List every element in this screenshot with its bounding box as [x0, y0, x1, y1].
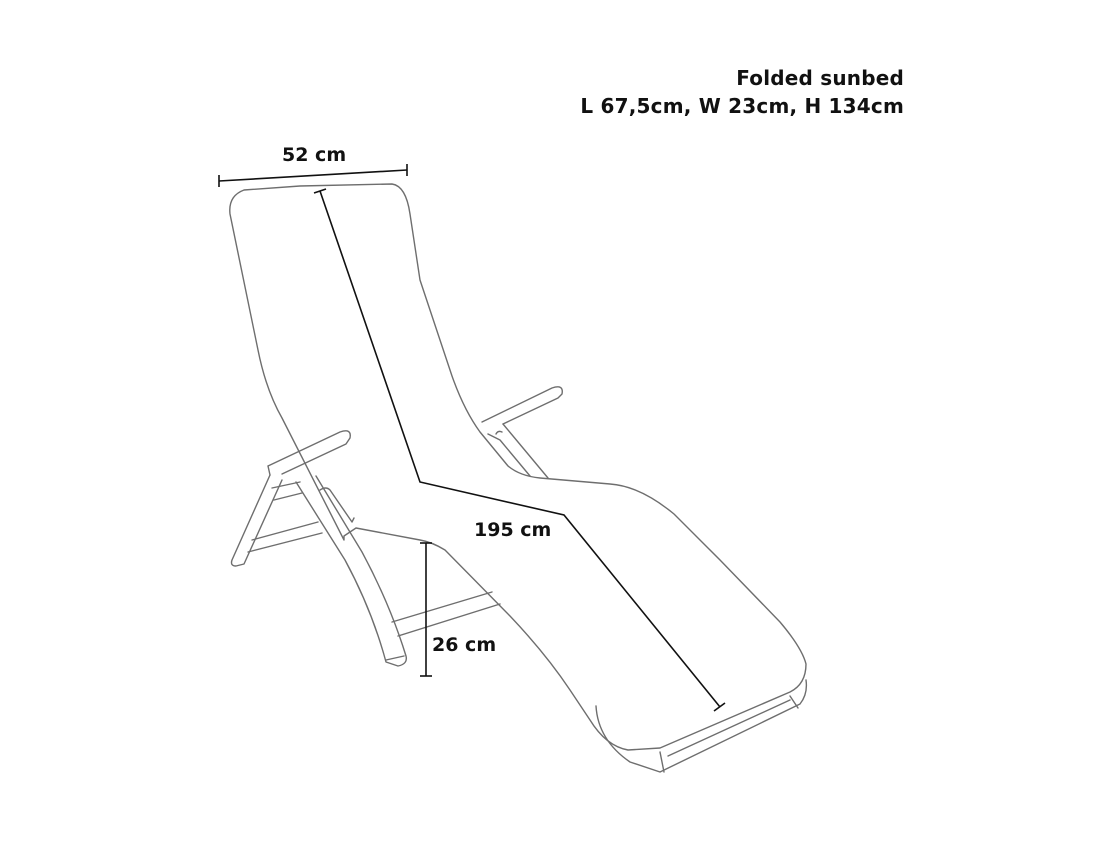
height-label: 26 cm	[432, 634, 497, 656]
width-dimension-line	[218, 164, 408, 187]
length-label: 195 cm	[474, 519, 552, 541]
folded-heading: Folded sunbed	[736, 66, 904, 90]
sunbed-body	[229, 183, 808, 773]
length-dimension-line	[313, 188, 726, 712]
rear-frame	[230, 430, 501, 667]
width-label: 52 cm	[282, 144, 347, 166]
height-dimension-line	[420, 542, 432, 677]
folded-dimensions: L 67,5cm, W 23cm, H 134cm	[580, 94, 904, 118]
right-frame	[481, 386, 563, 479]
folded-info: Folded sunbed L 67,5cm, W 23cm, H 134cm	[580, 64, 904, 120]
